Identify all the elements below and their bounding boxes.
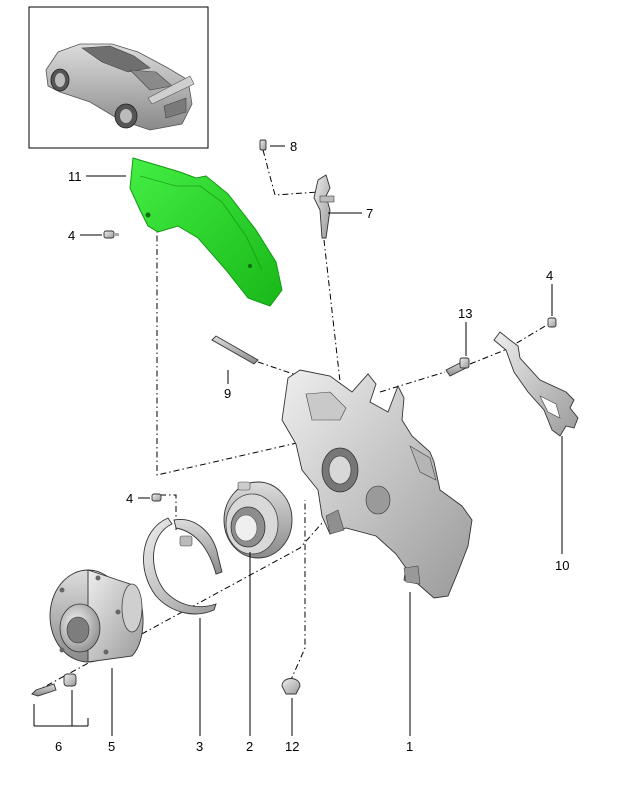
callout-11: 11 xyxy=(68,169,82,184)
part-4-bolt-mid xyxy=(151,493,162,502)
callout-labels: 11 8 7 4 4 13 9 4 10 6 5 3 2 12 1 xyxy=(55,139,569,754)
car-illustration xyxy=(45,43,195,131)
callout-8: 8 xyxy=(290,139,297,154)
callout-4-mid: 4 xyxy=(126,491,133,506)
callout-4-top: 4 xyxy=(68,228,75,243)
callout-6: 6 xyxy=(55,739,62,754)
callout-3: 3 xyxy=(196,739,203,754)
part-8-bolt xyxy=(259,139,267,151)
callout-12: 12 xyxy=(285,739,299,754)
part-1-wheel-carrier xyxy=(281,369,473,599)
callout-4-right: 4 xyxy=(546,268,553,283)
callout-9: 9 xyxy=(224,386,231,401)
callout-7: 7 xyxy=(366,206,373,221)
callout-2: 2 xyxy=(246,739,253,754)
part-3-brake-shoes xyxy=(143,517,223,615)
part-10-bracket xyxy=(493,331,579,437)
callout-10: 10 xyxy=(555,558,569,573)
part-9-pin xyxy=(211,335,259,365)
part-6-bolt-and-nut xyxy=(31,673,77,697)
part-12-cap xyxy=(281,678,301,695)
callout-5: 5 xyxy=(108,739,115,754)
part-7-sensor xyxy=(313,174,335,239)
callout-13: 13 xyxy=(458,306,472,321)
assembly-lines xyxy=(34,149,553,693)
part-13-bolt xyxy=(445,357,470,377)
part-2-wheel-bearing xyxy=(223,481,293,559)
vehicle-thumbnail xyxy=(28,6,209,149)
callout-1: 1 xyxy=(406,739,413,754)
part-4-bolt-top xyxy=(103,230,119,239)
part-5-wheel-hub xyxy=(49,569,144,663)
part-4-bolt-right xyxy=(547,317,557,328)
part-11-heat-shield xyxy=(129,157,283,307)
leader-lines xyxy=(33,145,563,736)
